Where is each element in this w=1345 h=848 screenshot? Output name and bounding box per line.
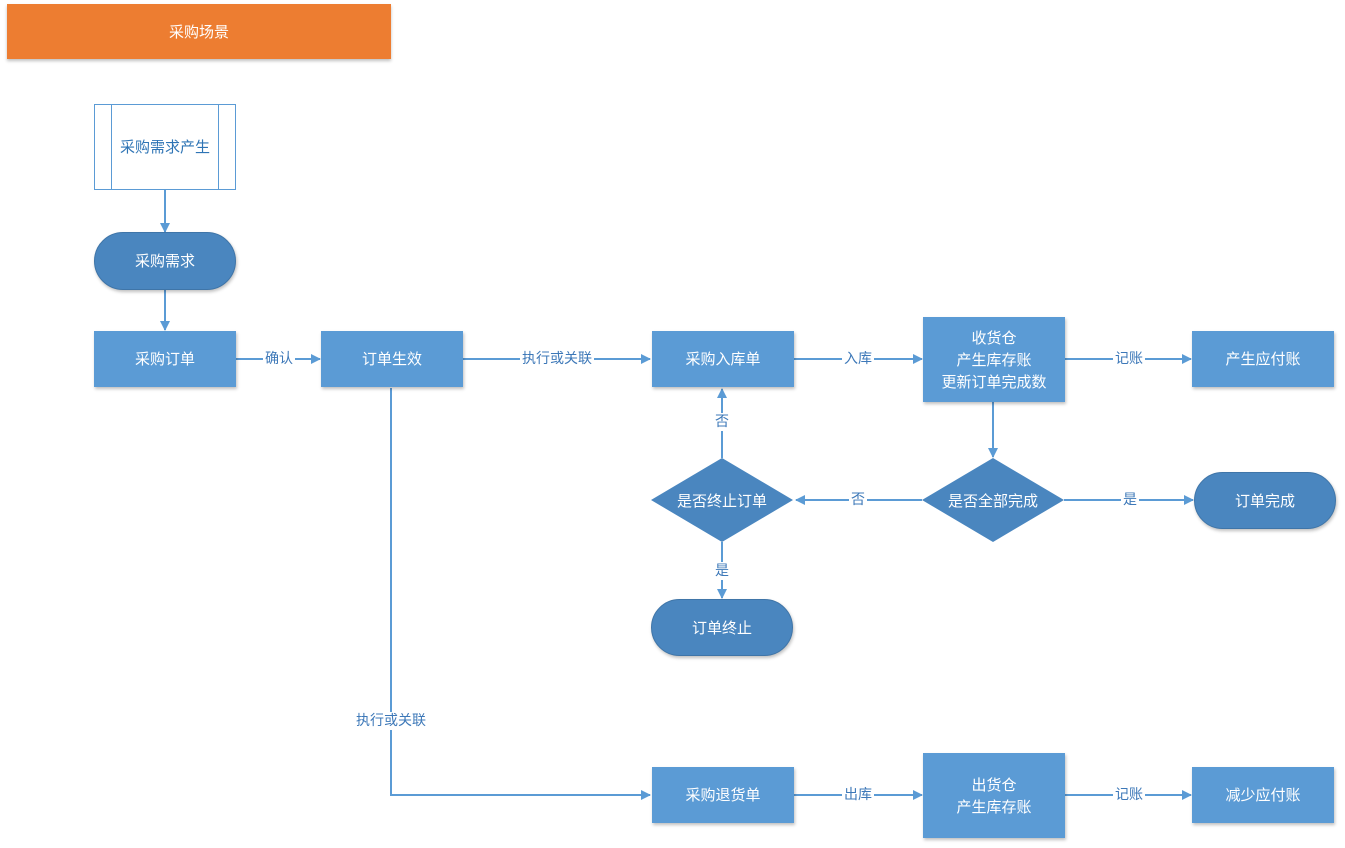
purchase-order-label: 采购订单 [134,350,195,368]
demand-label: 采购需求 [134,252,195,270]
edge-effective-to-return [390,388,651,800]
edge-label-bookkeep-1: 记账 [1113,350,1145,368]
reduce-payable-node[interactable]: 减少应付账 [1192,767,1334,823]
demand-source-node[interactable]: 采购需求产生 [94,104,236,190]
subprocess-right-bar [218,105,219,189]
decision-all-done-shape [922,458,1064,542]
order-terminated-node[interactable]: 订单终止 [651,599,793,656]
decision-all-done-node[interactable]: 是否全部完成 [922,480,1064,520]
edge-label-execute-or-link-1: 执行或关联 [520,350,594,368]
purchase-order-node[interactable]: 采购订单 [94,331,236,387]
decision-all-done-label: 是否全部完成 [947,491,1038,510]
edge-label-inbound: 入库 [842,350,874,368]
edge-label-outbound: 出库 [842,786,874,804]
subprocess-left-bar [111,105,112,189]
scene-title-banner: 采购场景 [7,4,391,59]
return-order-label: 采购退货单 [685,786,761,804]
edge-label-yes-1: 是 [1121,491,1139,509]
receive-warehouse-line-3: 更新订单完成数 [941,372,1047,391]
edge-label-no-1: 否 [713,413,731,431]
order-effective-label: 订单生效 [361,350,422,368]
order-effective-node[interactable]: 订单生效 [321,331,463,387]
inbound-order-label: 采购入库单 [685,350,761,368]
demand-node[interactable]: 采购需求 [94,232,236,290]
ship-warehouse-line-1: 出货仓 [971,775,1017,794]
payable-label: 产生应付账 [1225,350,1301,368]
payable-node[interactable]: 产生应付账 [1192,331,1334,387]
order-complete-label: 订单完成 [1234,491,1295,510]
edge-label-execute-or-link-2: 执行或关联 [354,712,428,730]
ship-warehouse-node[interactable]: 出货仓 产生库存账 [923,753,1065,838]
receive-warehouse-node[interactable]: 收货仓 产生库存账 更新订单完成数 [923,317,1065,402]
edge-label-yes-2: 是 [713,562,731,580]
decision-terminate-label: 是否终止订单 [676,491,767,510]
order-complete-node[interactable]: 订单完成 [1194,472,1336,529]
decision-terminate-node[interactable]: 是否终止订单 [651,480,793,520]
receive-warehouse-line-2: 产生库存账 [956,350,1032,369]
demand-source-label: 采购需求产生 [119,138,210,156]
inbound-order-node[interactable]: 采购入库单 [652,331,794,387]
scene-title: 采购场景 [168,23,229,41]
return-order-node[interactable]: 采购退货单 [652,767,794,823]
ship-warehouse-line-2: 产生库存账 [956,797,1032,816]
edge-label-confirm: 确认 [263,350,295,368]
order-terminated-label: 订单终止 [691,618,752,637]
decision-terminate-shape [651,458,793,542]
edge-label-bookkeep-2: 记账 [1113,786,1145,804]
receive-warehouse-line-1: 收货仓 [971,328,1017,347]
reduce-payable-label: 减少应付账 [1225,786,1301,804]
edge-label-no-2: 否 [849,491,867,509]
